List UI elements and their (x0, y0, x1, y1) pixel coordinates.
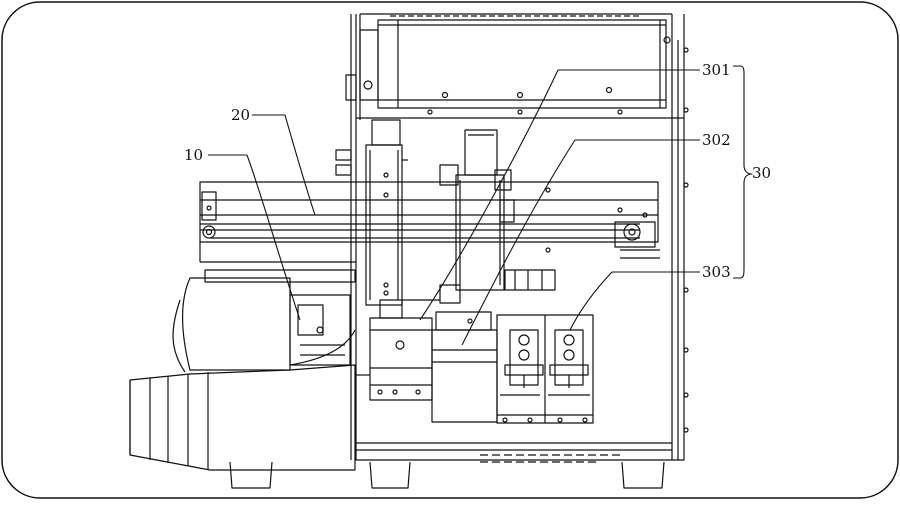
top-module (359, 15, 671, 115)
vertical-carriage (365, 119, 440, 319)
label-20: 20 (231, 106, 250, 124)
cabinet-frame (335, 13, 689, 461)
label-10: 10 (184, 146, 203, 164)
leader-lines (208, 65, 753, 346)
rail-assembly (199, 181, 660, 263)
label-302: 302 (702, 131, 731, 149)
center-block (356, 284, 498, 423)
cartridge-assembly (496, 314, 594, 424)
motor-carriage (439, 129, 556, 291)
label-30: 30 (752, 164, 771, 182)
feet (229, 454, 665, 489)
label-303: 303 (702, 263, 731, 281)
left-housing (129, 269, 356, 471)
label-301: 301 (702, 61, 731, 79)
